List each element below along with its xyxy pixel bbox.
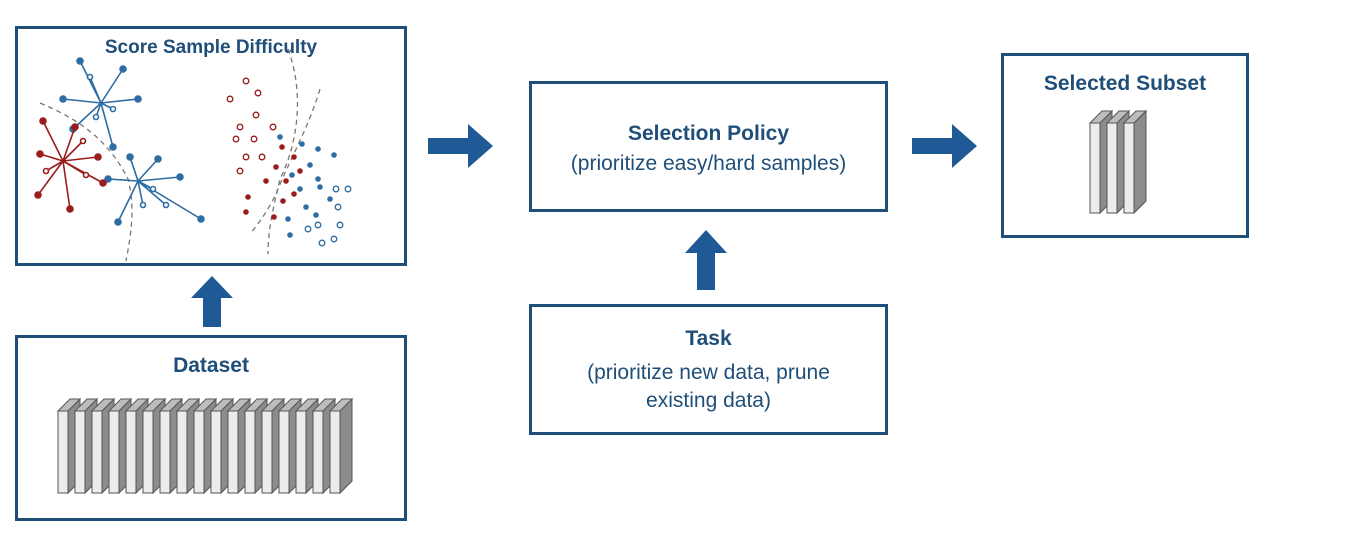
selection-policy-subtitle: (prioritize easy/hard samples) <box>570 152 847 175</box>
subset-card <box>1122 109 1148 215</box>
difficulty-scatter-illustration <box>34 48 352 262</box>
score-sample-difficulty-box: Score Sample Difficulty <box>15 26 407 266</box>
blue-cluster-star-bottom <box>104 153 205 226</box>
task-title: Task <box>685 327 732 350</box>
task-subtitle-line2: existing data) <box>646 389 771 412</box>
score-sample-difficulty-title: Score Sample Difficulty <box>104 37 318 58</box>
dataset-cards-stack <box>56 397 354 495</box>
selection-policy-title: Selection Policy <box>627 122 790 145</box>
arrow-dataset-to-score <box>191 276 233 327</box>
dataset-card <box>328 397 354 495</box>
blue-open-points <box>304 185 352 247</box>
red-filled-points <box>243 144 303 220</box>
blue-cluster-star-top <box>59 57 142 151</box>
decision-boundary-right-1 <box>267 48 299 255</box>
selected-subset-title: Selected Subset <box>1043 72 1207 95</box>
blue-filled-points <box>277 134 337 238</box>
arrow-task-to-policy <box>685 230 727 290</box>
task-subtitle-line1: (prioritize new data, prune <box>587 361 830 384</box>
dataset-box: Dataset <box>15 335 407 521</box>
task-box: Task (prioritize new data, prune existin… <box>529 304 888 435</box>
red-cluster-star <box>34 117 107 213</box>
arrow-policy-to-subset <box>912 124 977 168</box>
decision-boundary-left <box>39 102 133 262</box>
selected-subset-box: Selected Subset <box>1001 53 1249 238</box>
red-open-points <box>226 77 277 175</box>
dataset-title: Dataset <box>173 354 249 377</box>
selection-policy-box: Selection Policy (prioritize easy/hard s… <box>529 81 888 212</box>
decision-boundary-right-2 <box>249 88 321 235</box>
arrow-score-to-policy <box>428 124 493 168</box>
subset-cards-stack <box>1088 109 1148 215</box>
